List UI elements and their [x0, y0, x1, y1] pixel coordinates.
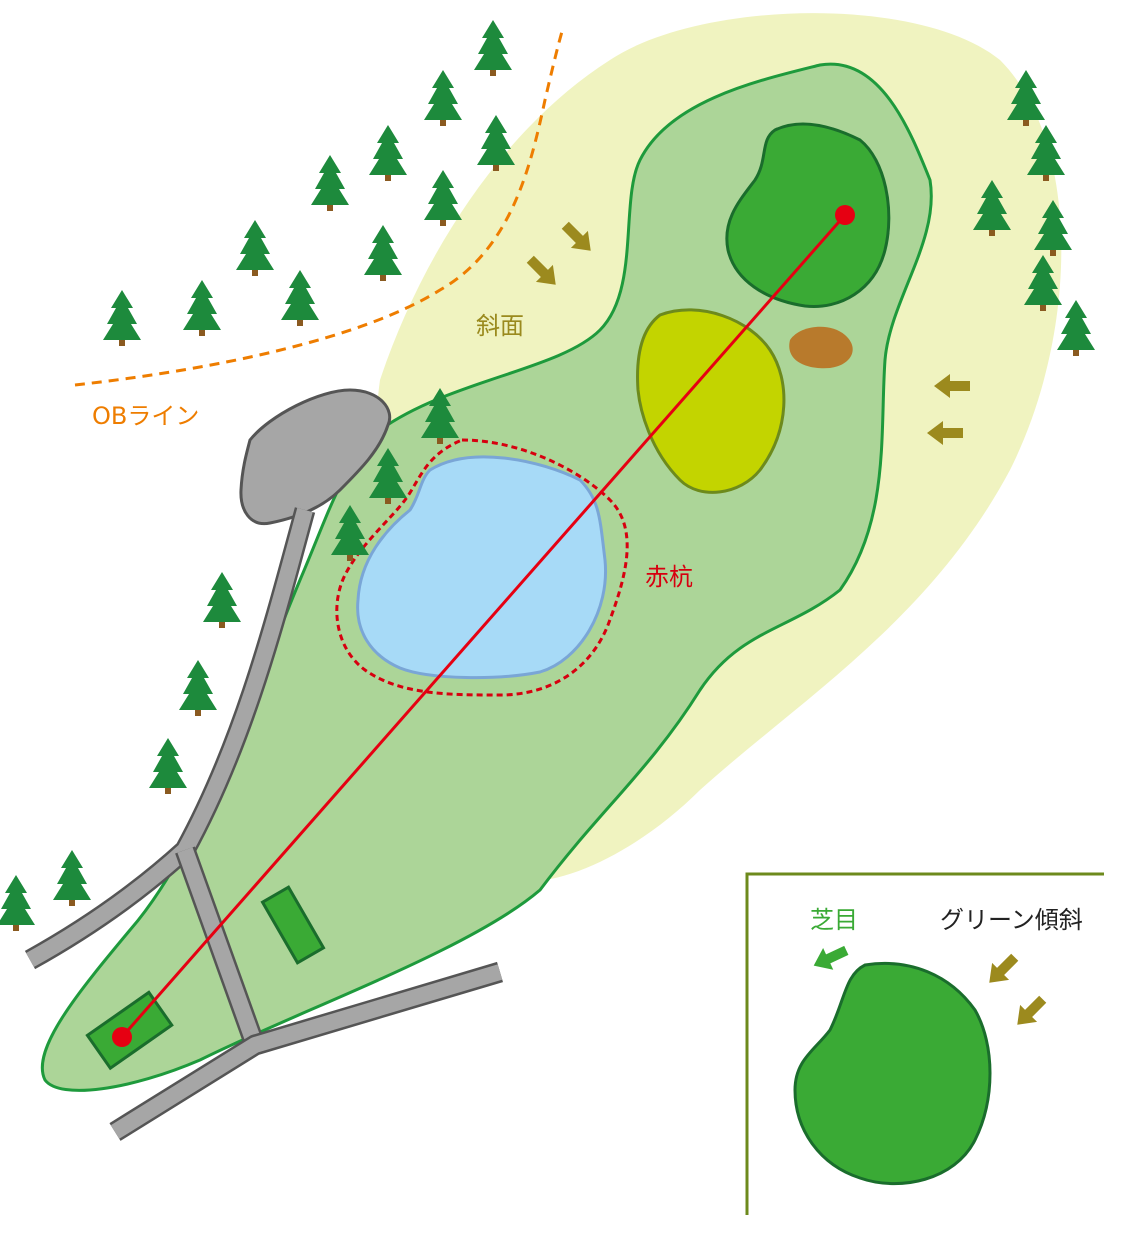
tree-icon	[424, 170, 462, 226]
bunker	[636, 308, 786, 494]
pond	[356, 455, 608, 680]
mound	[789, 326, 853, 369]
tree-icon	[236, 220, 274, 276]
tree-icon	[179, 660, 217, 716]
legend-grain-label: 芝目	[810, 906, 858, 934]
tree-icon	[203, 572, 241, 628]
tee-box-front	[260, 885, 326, 965]
grain-arrow-icon	[808, 939, 852, 977]
legend-green	[793, 961, 992, 1186]
tree-icon	[183, 280, 221, 336]
tree-icon	[149, 738, 187, 794]
tree-icon	[311, 155, 349, 211]
tree-icon	[53, 850, 91, 906]
slope-arrow-icon	[980, 948, 1024, 992]
legend-green-slope-label: グリーン傾斜	[940, 906, 1083, 934]
slope-arrow-icon	[1008, 990, 1052, 1034]
ob-line	[74, 27, 565, 387]
tree-icon	[424, 70, 462, 126]
tree-icon	[364, 225, 402, 281]
shot-line	[120, 214, 847, 1038]
cart-path	[24, 388, 503, 1141]
tee-marker	[112, 1027, 132, 1047]
tree-icon	[103, 290, 141, 346]
tree-icon	[281, 270, 319, 326]
tree-icon	[477, 115, 515, 171]
tree-icon	[474, 20, 512, 76]
red-stakes-label: 赤杭	[645, 563, 693, 591]
legend-frame	[745, 872, 1104, 1215]
tree-icon	[0, 875, 35, 931]
pin-marker	[835, 205, 855, 225]
tree-icon	[369, 125, 407, 181]
slope-label: 斜面	[476, 312, 524, 340]
ob-line-label: OBライン	[92, 402, 199, 430]
red-stake-line	[335, 438, 629, 697]
putting-green	[725, 122, 891, 308]
legend-panel: 芝目 グリーン傾斜	[745, 872, 1104, 1215]
tree-icon	[1057, 300, 1095, 356]
